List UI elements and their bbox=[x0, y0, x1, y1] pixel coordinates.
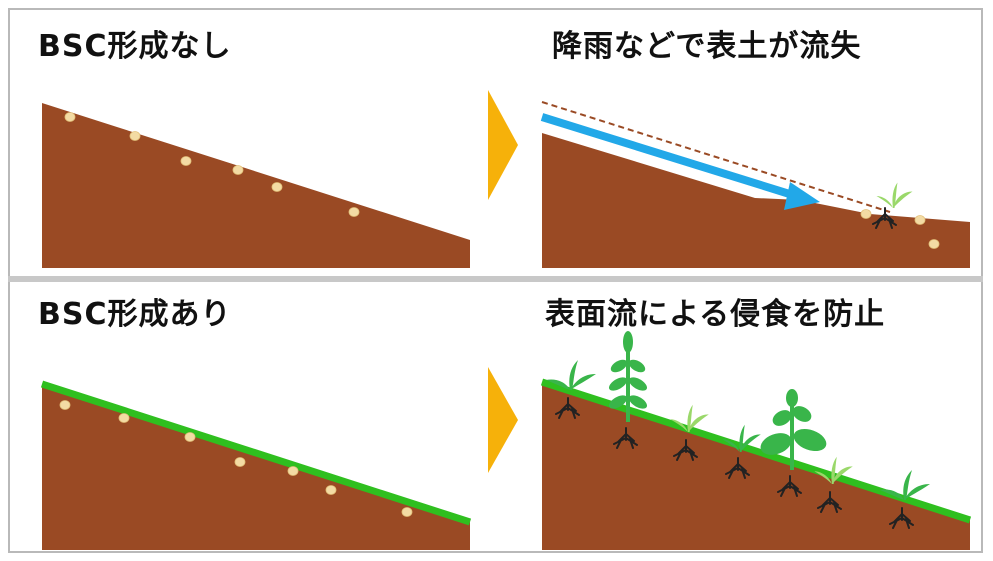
label-no-bsc: BSC形成なし bbox=[38, 29, 232, 64]
seed-icon bbox=[401, 507, 413, 517]
seed-icon bbox=[348, 207, 360, 217]
soil-slope bbox=[42, 103, 470, 268]
seed-icon bbox=[184, 432, 196, 442]
seed-icon bbox=[928, 239, 940, 249]
label-soil-loss: 降雨などで表土が流失 bbox=[552, 29, 862, 64]
seed-icon bbox=[271, 182, 283, 192]
flow-arrow-head bbox=[784, 182, 820, 210]
soil-slope bbox=[542, 383, 970, 550]
seed-icon bbox=[118, 413, 130, 423]
label-with-bsc: BSC形成あり bbox=[38, 297, 232, 332]
next-arrow-icon bbox=[488, 367, 518, 473]
seed-icon bbox=[59, 400, 71, 410]
plant-icon bbox=[546, 360, 596, 390]
original-surface-line bbox=[541, 101, 891, 213]
panel-top-left bbox=[42, 103, 470, 268]
row-divider bbox=[8, 276, 983, 282]
plant-icon bbox=[814, 456, 853, 484]
plant-icon bbox=[722, 424, 761, 452]
bsc-crust bbox=[40, 380, 472, 526]
plant-icon bbox=[670, 404, 709, 432]
next-arrow-icon bbox=[488, 90, 518, 200]
seed-icon bbox=[325, 485, 337, 495]
label-erosion-prevented: 表面流による侵食を防止 bbox=[545, 297, 886, 332]
seed-icon bbox=[234, 457, 246, 467]
plant-icon bbox=[760, 389, 827, 470]
plant-icon bbox=[608, 331, 648, 422]
soil-slope bbox=[42, 385, 470, 550]
panel-bottom-right bbox=[540, 331, 972, 550]
plant-icon bbox=[880, 470, 930, 500]
flow-arrow-icon bbox=[540, 113, 798, 200]
panel-top-right bbox=[540, 101, 970, 268]
seed-icon bbox=[64, 112, 76, 122]
plant-icon bbox=[876, 182, 913, 208]
seed-icon bbox=[860, 209, 872, 219]
eroded-soil bbox=[542, 133, 970, 268]
seed-icon bbox=[180, 156, 192, 166]
seed-icon bbox=[287, 466, 299, 476]
seed-icon bbox=[232, 165, 244, 175]
seed-icon bbox=[914, 215, 926, 225]
seed-icon bbox=[129, 131, 141, 141]
panel-bottom-left bbox=[40, 380, 472, 550]
